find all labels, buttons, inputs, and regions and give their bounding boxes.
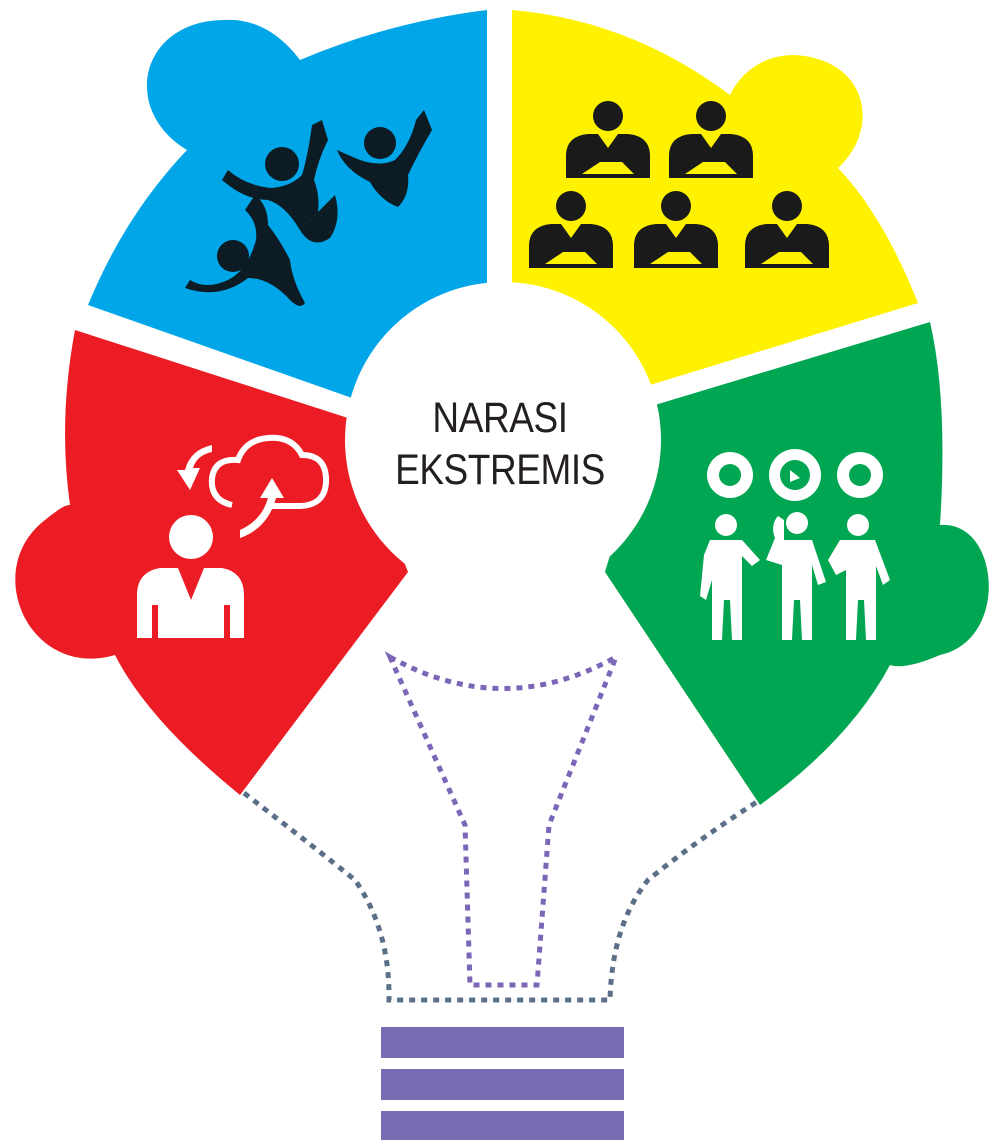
falling-people-icon <box>185 110 432 306</box>
segment-red <box>15 330 408 795</box>
person-icon <box>634 191 718 268</box>
bulb-base-stripe <box>381 1027 624 1058</box>
center-circle <box>345 282 661 598</box>
bulb-base-stripe <box>381 1069 624 1100</box>
bulb-filament <box>384 651 621 988</box>
bulb-base <box>381 1027 624 1140</box>
person-icon <box>529 191 613 268</box>
gear-icon <box>769 449 821 501</box>
center-title-line2: EKSTREMIS <box>395 446 605 494</box>
gear-icon <box>707 452 753 498</box>
team-with-gears-icon <box>700 449 890 640</box>
person-icon <box>745 191 829 268</box>
person-icon <box>669 101 753 178</box>
center-title: NARASI EKSTREMIS <box>371 392 629 496</box>
person-with-thought-cloud-icon <box>137 434 330 638</box>
center-title-line1: NARASI <box>432 394 568 442</box>
group-of-people-icon <box>529 101 829 268</box>
person-icon <box>566 101 650 178</box>
bulb-outline <box>242 791 762 1003</box>
gear-icon <box>837 452 883 498</box>
bulb-base-stripe <box>381 1111 624 1140</box>
